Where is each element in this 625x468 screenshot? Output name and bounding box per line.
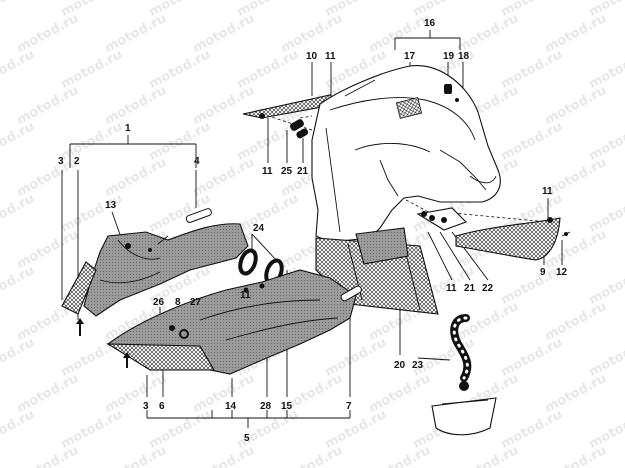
callout-11-left: 11 (262, 166, 273, 177)
callout-7: 7 (346, 401, 352, 412)
callout-3-lower: 3 (143, 401, 149, 412)
callout-12: 12 (556, 267, 568, 278)
callout-16: 16 (424, 18, 436, 29)
callout-27: 27 (190, 297, 202, 308)
callout-14: 14 (225, 401, 237, 412)
grommet-25 (290, 119, 309, 139)
callout-28: 28 (260, 401, 272, 412)
callout-11-mid: 11 (240, 290, 251, 301)
part-23-hose-filter (431, 314, 497, 436)
callout-18: 18 (458, 51, 470, 62)
callout-1: 1 (125, 123, 131, 134)
part-13-left-duct (61, 208, 249, 336)
callout-8: 8 (175, 297, 181, 308)
callout-13: 13 (105, 200, 117, 211)
callout-3-upper: 3 (58, 156, 64, 167)
callout-26: 26 (153, 297, 165, 308)
callout-11-top: 11 (325, 51, 336, 62)
callout-24: 24 (253, 223, 265, 234)
callout-labels: 1 3 2 4 13 10 11 16 17 19 18 11 25 21 11… (58, 18, 568, 444)
callout-25: 25 (281, 166, 293, 177)
part-16-upper-cover (311, 65, 501, 243)
callout-9: 9 (540, 267, 546, 278)
callout-23: 23 (412, 360, 424, 371)
callout-5: 5 (244, 433, 250, 444)
callout-11-bottom: 11 (446, 283, 457, 294)
callout-22: 22 (482, 283, 494, 294)
callout-10: 10 (306, 51, 318, 62)
callout-21-left: 21 (297, 166, 309, 177)
callout-11-right: 11 (542, 186, 553, 197)
part-9-side-trim (455, 217, 571, 261)
callout-4: 4 (194, 156, 200, 167)
callout-15: 15 (281, 401, 293, 412)
callout-2: 2 (74, 156, 80, 167)
callout-20: 20 (394, 360, 406, 371)
callout-19: 19 (443, 51, 455, 62)
callout-17: 17 (404, 51, 416, 62)
part-5-belly-pan (105, 269, 362, 375)
callout-21-right: 21 (464, 283, 476, 294)
callout-6: 6 (159, 401, 165, 412)
